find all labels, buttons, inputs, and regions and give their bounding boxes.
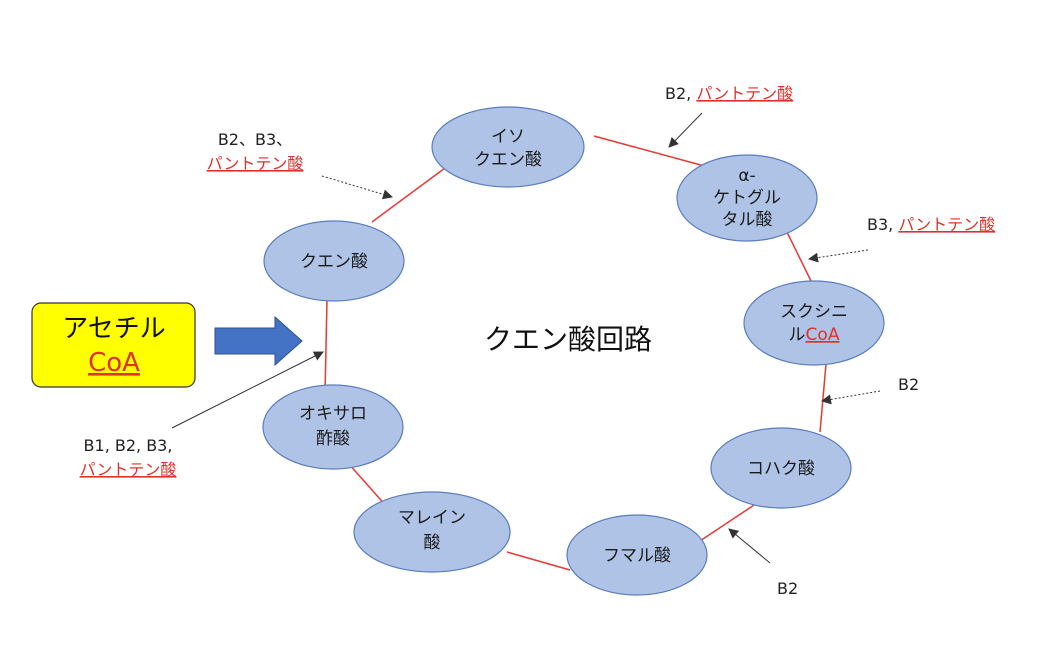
node-citrate: クエン酸 [263, 220, 405, 302]
node-isocitrate: イソ クエン酸 [431, 106, 585, 188]
arrow-succinate-in [821, 390, 881, 405]
annotation-succinylcoa-prefix: B3, [867, 215, 898, 234]
acetyl-coa-box-shape [31, 302, 196, 388]
arrow-fumarate-in [728, 528, 771, 564]
node-akg-line2: ケトグル [713, 188, 781, 208]
node-fumarate-label: フマル酸 [603, 546, 671, 566]
node-oxaloacetate-line1: オキサロ [299, 404, 367, 424]
node-oxaloacetate: オキサロ 酢酸 [262, 384, 404, 470]
annotation-isocitrate: B2、B3、 パントテン酸 [207, 130, 304, 173]
node-malate-line1: マレイン [398, 508, 466, 528]
node-malate-line2: 酸 [424, 533, 441, 553]
connector-citrate-isocitrate [371, 167, 446, 223]
node-succinylcoa-coa: CoA [806, 325, 840, 345]
annotation-succinate: B2 [898, 375, 919, 394]
cycle-connectors [324, 135, 827, 571]
annotation-akg-prefix: B2, [665, 84, 696, 103]
connector-oxaloacetate-citrate [324, 299, 328, 394]
connector-malate-oxaloacetate [347, 462, 389, 509]
acetyl-coa-line1: アセチル [62, 314, 165, 344]
annotation-isocitrate-line2: パントテン酸 [207, 154, 304, 173]
annotation-citrate-line2: パントテン酸 [80, 460, 177, 479]
annotation-citrate-line1: B1, B2, B3, [84, 436, 173, 455]
connector-fumarate-malate [506, 551, 571, 571]
annotation-succinylcoa-red: パントテン酸 [898, 215, 995, 234]
connector-succinylcoa-succinate [819, 363, 827, 433]
node-succinylcoa-line1: スクシニ [780, 302, 848, 322]
connector-isocitrate-akg [593, 135, 709, 168]
node-succinate-label: コハク酸 [747, 459, 815, 479]
node-oxaloacetate-shape [262, 384, 404, 470]
node-akg-shape [676, 154, 818, 242]
arrow-citrate-in [171, 351, 324, 429]
annotation-fumarate: B2 [777, 579, 798, 598]
acetyl-coa-line2: CoA [88, 348, 140, 378]
annotation-akg: B2, パントテン酸 [665, 84, 793, 103]
node-succinylcoa-line2: ルCoA [789, 325, 840, 345]
node-citrate-shape [263, 220, 405, 302]
node-fumarate: フマル酸 [566, 514, 708, 596]
annotation-arrows [171, 112, 881, 564]
annotation-citrate: B1, B2, B3, パントテン酸 [80, 436, 177, 479]
annotation-isocitrate-line1: B2、B3、 [218, 130, 292, 149]
node-malate-shape [353, 491, 511, 573]
node-succinylcoa: スクシニ ルCoA [743, 280, 885, 366]
node-succinylcoa-line2-prefix: ル [789, 325, 806, 345]
node-akg-line1: α- [738, 166, 755, 186]
acetyl-coa-box: アセチル CoA [31, 302, 196, 388]
connector-succinate-fumarate [699, 502, 758, 542]
node-oxaloacetate-line2: 酢酸 [316, 429, 350, 449]
node-succinate: コハク酸 [710, 427, 852, 509]
node-succinate-shape [710, 427, 852, 509]
annotation-succinylcoa: B3, パントテン酸 [867, 215, 995, 234]
arrow-succinylcoa-in [808, 249, 869, 263]
node-isocitrate-shape [431, 106, 585, 188]
annotation-akg-red: パントテン酸 [696, 84, 793, 103]
node-akg: α- ケトグル タル酸 [676, 154, 818, 242]
node-malate: マレイン 酸 [353, 491, 511, 573]
connector-akg-succinylcoa [784, 227, 813, 284]
node-isocitrate-line1: イソ [491, 127, 525, 147]
node-akg-line3: タル酸 [722, 210, 773, 230]
node-citrate-label: クエン酸 [300, 252, 368, 272]
entry-arrow-icon [214, 315, 303, 367]
cycle-title: クエン酸回路 [484, 323, 652, 356]
node-isocitrate-line2: クエン酸 [474, 150, 542, 170]
node-succinylcoa-shape [743, 280, 885, 366]
arrow-isocitrate-in [321, 175, 393, 200]
node-fumarate-shape [566, 514, 708, 596]
arrow-akg-in [668, 112, 703, 148]
